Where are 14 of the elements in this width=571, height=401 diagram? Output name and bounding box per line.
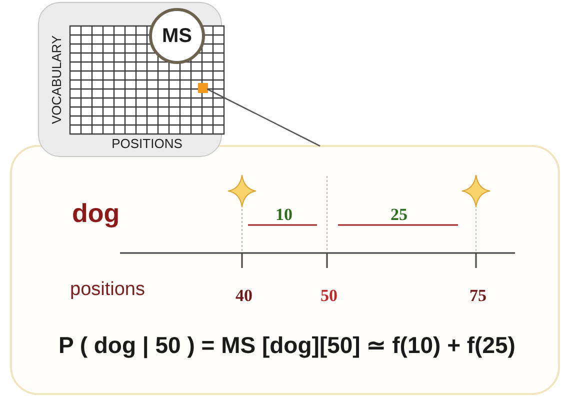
- position-number: 75: [468, 286, 488, 306]
- axis-label: POSITIONS: [110, 136, 184, 151]
- matrix-label-circle: [149, 8, 205, 64]
- axis-label: positions: [70, 279, 145, 301]
- position-number: 40: [234, 286, 254, 306]
- matrix-panel: [38, 2, 222, 157]
- highlighted-cell: [198, 83, 208, 93]
- distance-label: 25: [390, 205, 408, 225]
- axis-label: VOCABULARY: [49, 34, 65, 126]
- formula: P ( dog | 50 ) = MS [dog][50] ≃ f(10) + f(25): [58, 332, 516, 359]
- position-number: 50: [320, 286, 338, 306]
- distance-label: 10: [274, 205, 294, 225]
- word-label: dog: [72, 198, 120, 229]
- matrix-name: MS: [161, 24, 193, 48]
